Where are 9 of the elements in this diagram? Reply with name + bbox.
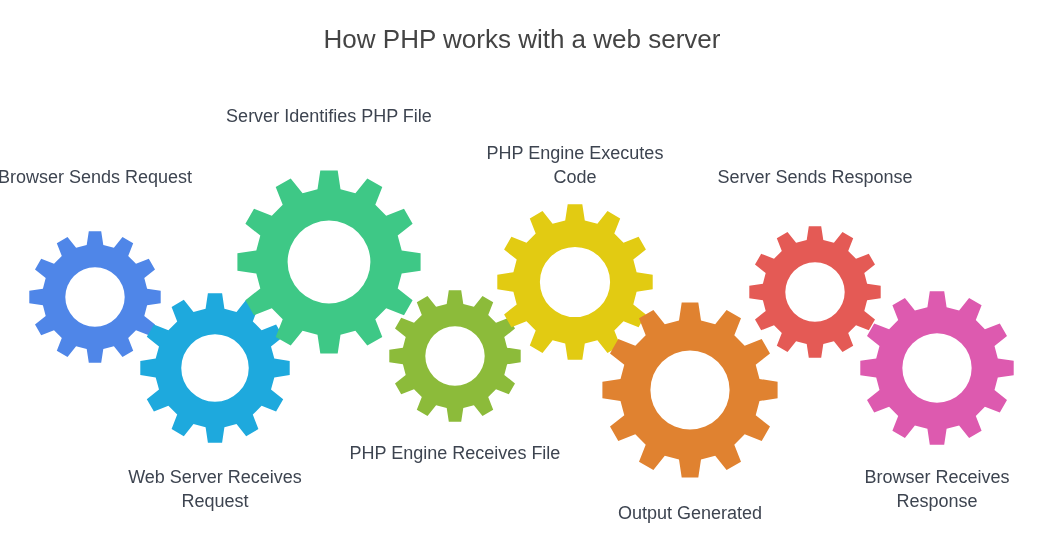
gear-label: PHP Engine Executes Code <box>485 142 665 189</box>
gear-label: Server Sends Response <box>716 166 914 189</box>
gear-label: Web Server Receives Request <box>127 466 303 513</box>
gear-label: Output Generated <box>616 502 764 525</box>
gear-label: Browser Sends Request <box>0 166 194 189</box>
gear-label: Server Identifies PHP File <box>225 105 433 128</box>
title: How PHP works with a web server <box>322 24 722 55</box>
gear-label: Browser Receives Response <box>863 466 1011 513</box>
gear-label: PHP Engine Receives File <box>348 442 562 465</box>
